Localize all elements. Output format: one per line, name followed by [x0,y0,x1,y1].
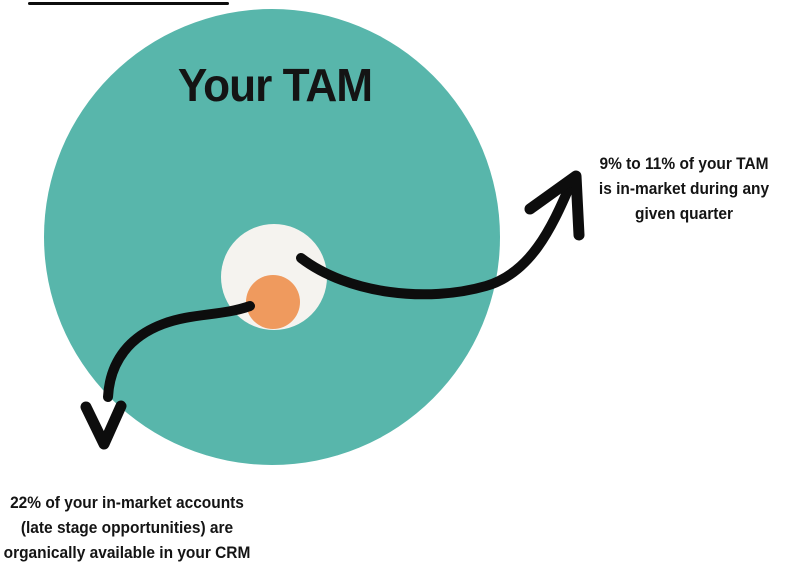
curved-arrow-left-shaft [103,301,255,402]
curved-arrow-right-head-icon [524,170,585,241]
curved-arrow-left-head-icon [80,400,127,450]
in-market-annotation-line: is in-market during any [598,179,770,198]
top-left-line-artifact [28,2,229,5]
crm-annotation-line: 22% of your in-market accounts [10,493,244,512]
in-market-annotation-line: 9% to 11% of your TAM [599,154,769,173]
tam-circle-label: Your TAM [177,59,373,111]
crm-annotation-line: organically available in your CRM [3,543,251,562]
curved-arrow-right-shaft [296,178,576,300]
crm-annotation-line: (late stage opportunities) are [20,518,234,537]
in-market-annotation-line: given quarter [634,204,734,223]
in-market-annotation: 9% to 11% of your TAM is in-market durin… [599,151,769,226]
crm-accounts-circle [246,275,300,329]
crm-annotation: 22% of your in-market accounts (late sta… [4,490,251,564]
